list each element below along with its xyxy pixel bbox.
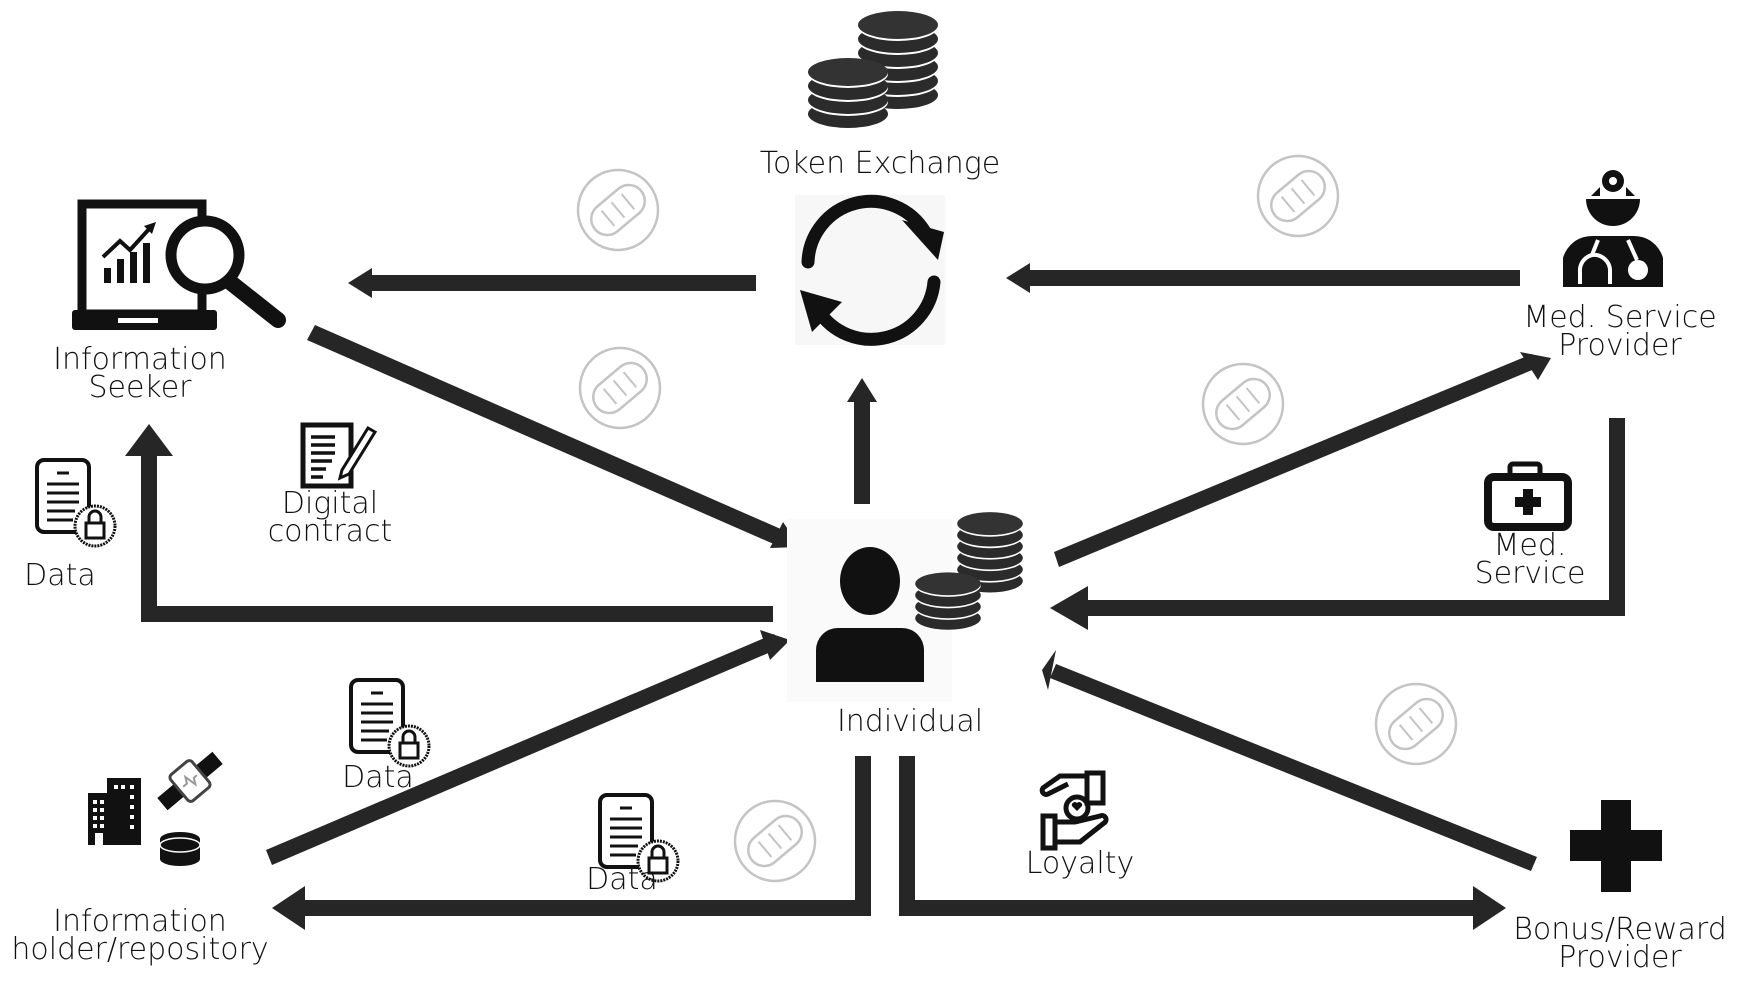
bonus-reward-provider-label: Bonus/Reward Provider <box>1500 912 1739 975</box>
token-exchange-coins-icon <box>808 11 938 128</box>
locked-document-icon <box>35 458 117 548</box>
heart-icon <box>1071 802 1083 811</box>
digital-contract-label-line1: Digital <box>281 486 379 521</box>
edge-individual-to-information-seeker <box>125 424 773 622</box>
token-badge-icon <box>576 168 660 252</box>
doctor-icon <box>1563 170 1663 287</box>
edge-med-service-provider-to-token-exchange <box>1006 263 1520 293</box>
caring-hands-heart-icon <box>1039 770 1109 851</box>
locked-document-icon <box>349 678 431 768</box>
med-service-provider-label: Med. Service Provider <box>1500 300 1739 363</box>
medical-kit-icon <box>1484 461 1572 531</box>
loyalty-label: Loyalty <box>1025 846 1135 881</box>
buildings-icon <box>88 778 141 845</box>
information-seeker-label-line2: Seeker <box>88 370 192 405</box>
laptop-analytics-search-icon <box>72 199 286 330</box>
edge-med-service-provider-to-individual <box>1050 418 1625 630</box>
edge-individual-to-med-service-provider <box>1054 352 1551 567</box>
individual-node[interactable] <box>787 512 1023 702</box>
med-service-label-line1: Med. <box>1493 528 1567 563</box>
data-label-holder-up: Data <box>342 760 414 795</box>
med-service-provider-label-line2: Provider <box>1558 328 1682 363</box>
information-holder-label: Information holder/repository <box>0 904 280 967</box>
contract-sign-icon <box>300 422 378 489</box>
smartwatch-icon <box>157 751 223 811</box>
information-holder-label-line2: holder/repository <box>11 932 269 967</box>
digital-contract-label-line2: contract <box>267 514 393 549</box>
information-seeker-label-line1: Information <box>53 342 227 377</box>
medical-cross-icon <box>1570 800 1662 892</box>
information-holder-label-line1: Information <box>53 904 227 939</box>
edge-token-exchange-to-information-seeker <box>348 268 756 298</box>
med-service-provider-label-line1: Med. Service <box>1523 300 1717 335</box>
individual-label: Individual <box>836 704 984 739</box>
edge-individual-to-token-exchange <box>847 378 877 504</box>
sync-icon <box>801 194 941 346</box>
token-badge-icon <box>578 346 662 430</box>
edge-individual-to-bonus-reward-provider <box>899 756 1506 930</box>
med-service-label-line2: Service <box>1474 556 1586 591</box>
token-badge-icon <box>733 799 817 883</box>
token-badge-icon <box>1256 154 1340 238</box>
digital-contract-label: Digital contract <box>250 486 410 549</box>
token-badge-icon <box>1374 682 1458 766</box>
bonus-reward-provider-label-line1: Bonus/Reward <box>1513 912 1727 947</box>
data-label-left: Data <box>24 558 96 593</box>
token-badge-icon <box>1201 362 1285 446</box>
edges <box>125 263 1625 930</box>
information-seeker-label: Information Seeker <box>20 342 260 405</box>
edge-bonus-reward-provider-to-individual <box>1042 650 1537 871</box>
edge-individual-to-information-holder <box>272 756 871 930</box>
bonus-reward-provider-label-line2: Provider <box>1558 940 1682 975</box>
med-service-label: Med. Service <box>1465 528 1595 591</box>
token-exchange-node[interactable] <box>795 194 945 346</box>
database-icon <box>159 832 201 866</box>
person-icon <box>816 547 924 682</box>
token-exchange-label: Token Exchange <box>759 146 1001 181</box>
edge-information-holder-to-individual <box>266 630 790 865</box>
data-label-holder-down: Data <box>586 862 658 897</box>
